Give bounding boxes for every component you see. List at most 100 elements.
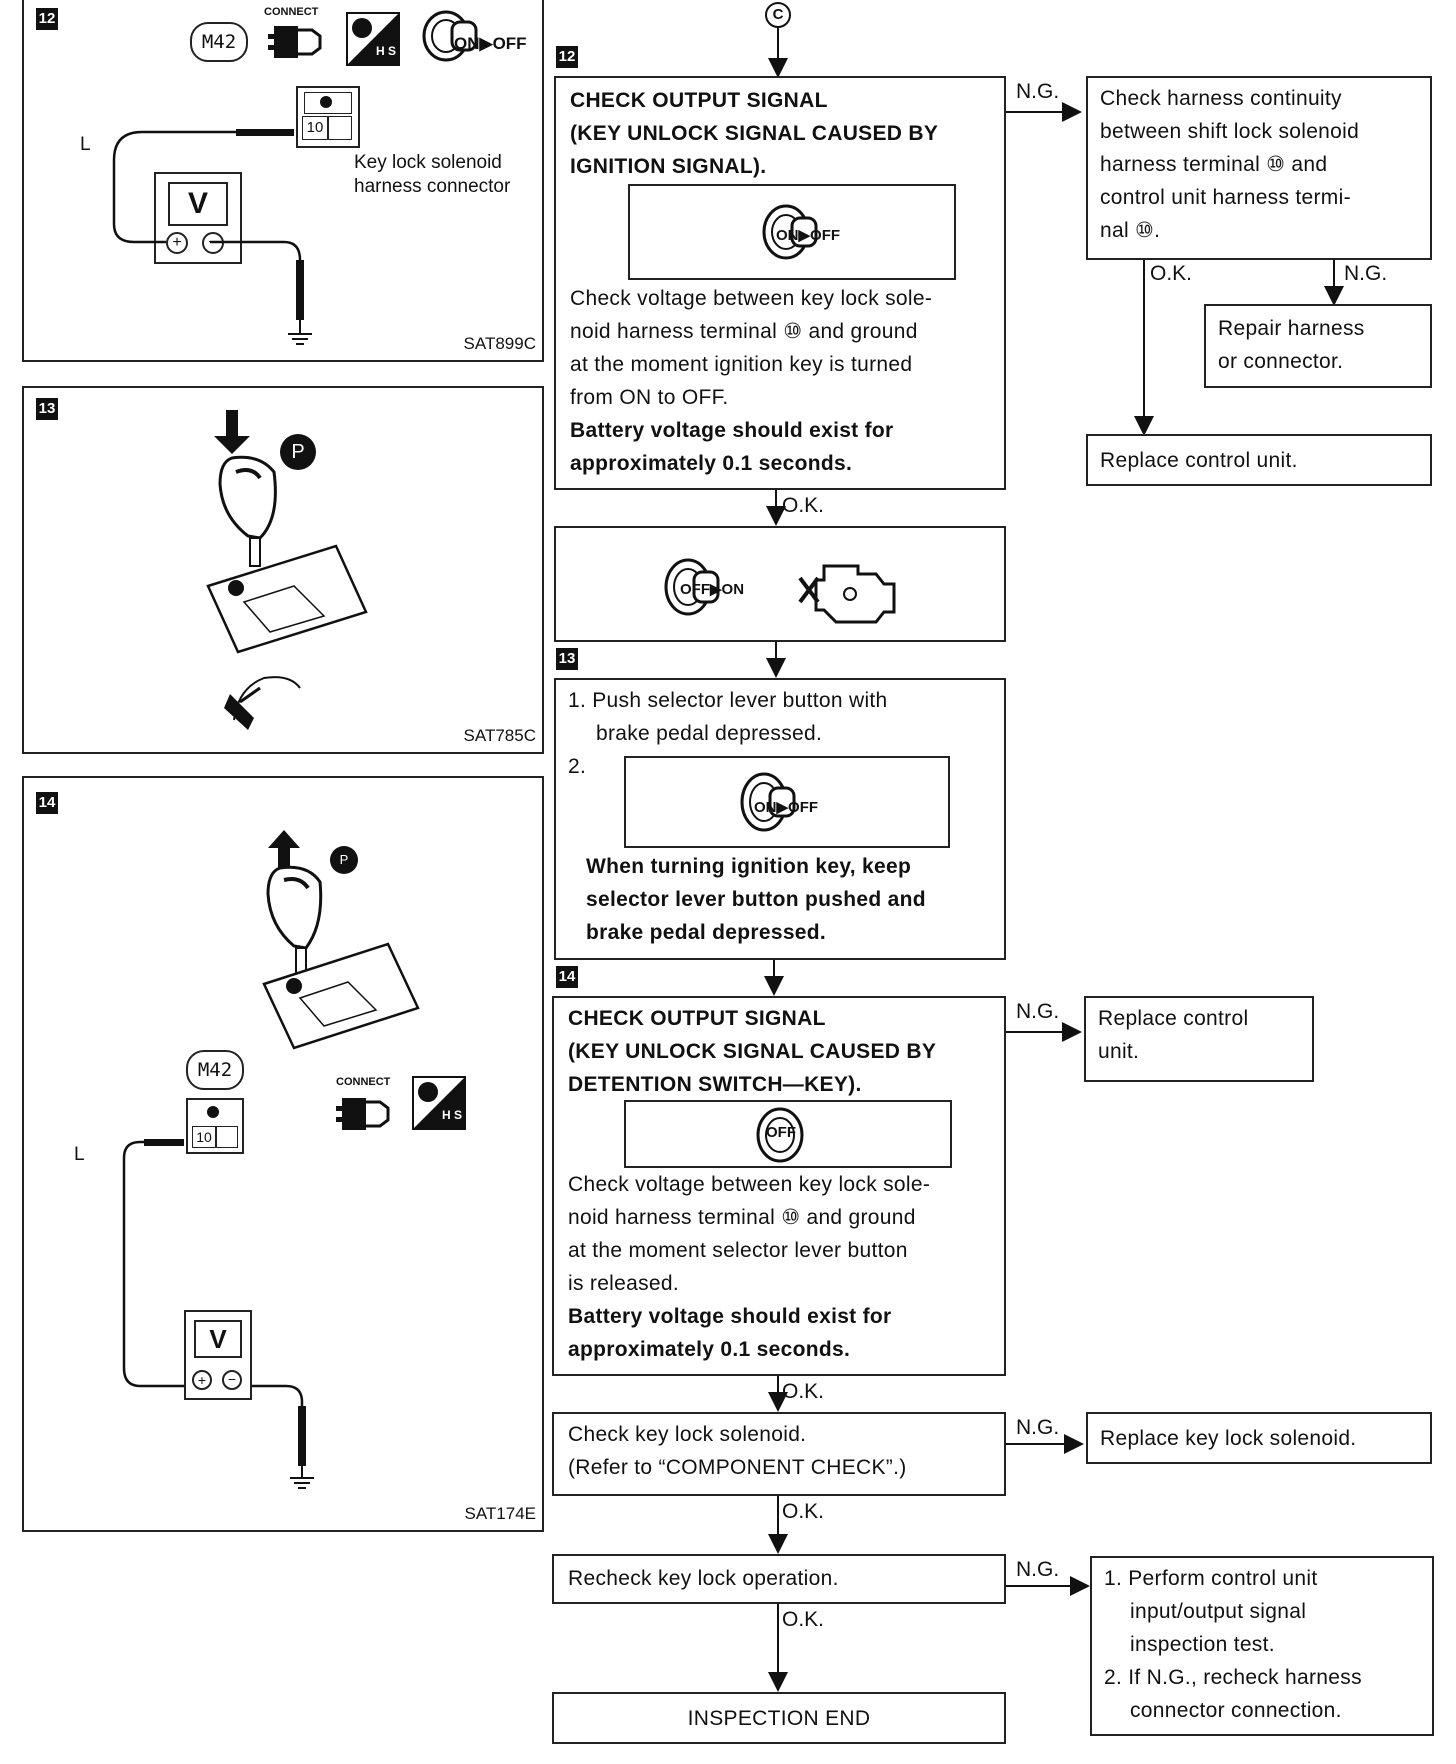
box14-title-1: CHECK OUTPUT SIGNAL bbox=[568, 1007, 826, 1030]
perform-line-4: 2. If N.G., recheck harness bbox=[1104, 1666, 1362, 1689]
replace-control-unit-box-2: Replace control unit. bbox=[1084, 996, 1314, 1082]
harness-continuity-check-box: Check harness continuity between shift l… bbox=[1086, 76, 1432, 260]
connector-caption-line2: harness connector bbox=[354, 176, 511, 197]
box14-spec-2: approximately 0.1 seconds. bbox=[568, 1338, 851, 1361]
voltmeter: V + − bbox=[154, 172, 242, 264]
ignition-key-icon bbox=[762, 204, 818, 260]
ignition-icon-box: OFF bbox=[624, 1100, 952, 1168]
replace-cu2-line-2: unit. bbox=[1098, 1040, 1140, 1063]
connect-label: CONNECT bbox=[264, 6, 319, 18]
box14-body-1: Check voltage between key lock sole- bbox=[568, 1173, 931, 1196]
hs-icon bbox=[412, 1076, 466, 1130]
figure-code: SAT174E bbox=[464, 1504, 536, 1523]
harness-check-line-5: nal ⑩. bbox=[1100, 219, 1161, 242]
connector-caption-line1: Key lock solenoid bbox=[354, 152, 502, 173]
ng-label: N.G. bbox=[1016, 1000, 1060, 1023]
ignition-label: OFF▶ON bbox=[680, 581, 745, 598]
harness-connector: 10 bbox=[296, 86, 360, 148]
engine-icon bbox=[798, 564, 896, 624]
connect-label: CONNECT bbox=[336, 1076, 391, 1088]
repair-line-2: or connector. bbox=[1218, 350, 1344, 373]
check-output-signal-ignition-box: CHECK OUTPUT SIGNAL (KEY UNLOCK SIGNAL C… bbox=[554, 76, 1006, 490]
panel-13-diagram: 13 P SAT785C bbox=[22, 386, 544, 754]
ignition-icon-box: ON▶OFF bbox=[628, 184, 956, 280]
ng-label: N.G. bbox=[1016, 80, 1060, 103]
ignition-key-icon bbox=[756, 1107, 804, 1163]
plus-terminal-icon: + bbox=[192, 1370, 212, 1390]
connector-id-text: M42 bbox=[197, 1059, 233, 1081]
wire-color-label: L bbox=[80, 134, 91, 155]
ignition-label: ON▶OFF bbox=[454, 34, 527, 53]
ng-label: N.G. bbox=[1016, 1416, 1060, 1439]
box14-body-4: is released. bbox=[568, 1272, 679, 1295]
ignition-start-box: OFF▶ON bbox=[554, 526, 1006, 642]
check-output-signal-detention-box: CHECK OUTPUT SIGNAL (KEY UNLOCK SIGNAL C… bbox=[552, 996, 1006, 1376]
ok-label: O.K. bbox=[1150, 262, 1193, 285]
recheck-key-lock-box: Recheck key lock operation. bbox=[552, 1554, 1006, 1604]
box13-note-1: When turning ignition key, keep bbox=[586, 855, 912, 878]
repair-line-1: Repair harness bbox=[1218, 317, 1365, 340]
push-selector-lever-box: 1. Push selector lever button with brake… bbox=[554, 678, 1006, 960]
voltmeter: V + − bbox=[184, 1310, 252, 1400]
step-12-badge: 12 bbox=[36, 8, 58, 30]
figure-code: SAT785C bbox=[463, 726, 536, 745]
box14-title-3: DETENTION SWITCH—KEY). bbox=[568, 1073, 862, 1096]
perform-line-2: input/output signal bbox=[1130, 1600, 1307, 1623]
perform-line-1: 1. Perform control unit bbox=[1104, 1567, 1318, 1590]
minus-terminal-icon: − bbox=[222, 1370, 242, 1390]
repair-harness-box: Repair harness or connector. bbox=[1204, 304, 1432, 388]
ng-label: N.G. bbox=[1344, 262, 1388, 285]
harness-check-line-4: control unit harness termi- bbox=[1100, 186, 1351, 209]
park-indicator: P bbox=[330, 846, 358, 874]
harness-connector: 10 bbox=[186, 1098, 244, 1154]
terminal-number: 10 bbox=[302, 116, 328, 140]
box13-step-2: 2. bbox=[568, 755, 587, 778]
step-13-badge: 13 bbox=[36, 398, 58, 420]
check-key-lock-solenoid-box: Check key lock solenoid. (Refer to “COMP… bbox=[552, 1412, 1006, 1496]
ignition-label: ON▶OFF bbox=[776, 227, 841, 244]
ok-label: O.K. bbox=[782, 494, 825, 517]
box14-body-3: at the moment selector lever button bbox=[568, 1239, 908, 1262]
recheck-text: Recheck key lock operation. bbox=[568, 1567, 839, 1590]
replace-solenoid-text: Replace key lock solenoid. bbox=[1100, 1427, 1357, 1450]
box14-body-2: noid harness terminal ⑩ and ground bbox=[568, 1206, 916, 1229]
box12-body-4: from ON to OFF. bbox=[570, 386, 729, 409]
box13-note-2: selector lever button pushed and bbox=[586, 888, 926, 911]
ignition-key-icon bbox=[422, 10, 478, 62]
replace-key-lock-solenoid-box: Replace key lock solenoid. bbox=[1086, 1412, 1432, 1464]
figure-code: SAT899C bbox=[463, 334, 536, 353]
plus-terminal-icon: + bbox=[166, 232, 188, 254]
park-indicator: P bbox=[280, 434, 316, 470]
box12-title-1: CHECK OUTPUT SIGNAL bbox=[570, 89, 828, 112]
step-12-badge: 12 bbox=[556, 46, 578, 68]
ng-label: N.G. bbox=[1016, 1558, 1060, 1581]
box12-title-2: (KEY UNLOCK SIGNAL CAUSED BY bbox=[570, 122, 939, 145]
voltmeter-display: V bbox=[168, 182, 228, 226]
wire-color-label: L bbox=[74, 1144, 85, 1165]
hs-label: H S bbox=[376, 44, 397, 58]
solenoid-check-line-2: (Refer to “COMPONENT CHECK”.) bbox=[568, 1456, 907, 1479]
connector-id-badge: M42 bbox=[186, 1050, 244, 1090]
hs-icon bbox=[346, 12, 400, 66]
box14-title-2: (KEY UNLOCK SIGNAL CAUSED BY bbox=[568, 1040, 937, 1063]
inspection-end-box: INSPECTION END bbox=[552, 1692, 1006, 1744]
ignition-key-icon bbox=[664, 558, 720, 616]
harness-check-line-3: harness terminal ⑩ and bbox=[1100, 153, 1328, 176]
ignition-icon-box: ON▶OFF bbox=[624, 756, 950, 848]
voltmeter-display: V bbox=[194, 1320, 242, 1358]
perform-inspection-test-box: 1. Perform control unit input/output sig… bbox=[1090, 1556, 1434, 1736]
inspection-end-text: INSPECTION END bbox=[687, 1707, 871, 1730]
probe-wiring bbox=[112, 129, 312, 345]
park-letter: P bbox=[339, 852, 349, 867]
box13-line-1: 1. Push selector lever button with bbox=[568, 689, 888, 712]
connector-id-badge: M42 bbox=[190, 22, 248, 62]
box12-spec-2: approximately 0.1 seconds. bbox=[570, 452, 853, 475]
replace-cu2-line-1: Replace control bbox=[1098, 1007, 1249, 1030]
park-letter: P bbox=[291, 441, 305, 463]
ignition-label: OFF bbox=[766, 1124, 796, 1141]
box12-body-3: at the moment ignition key is turned bbox=[570, 353, 913, 376]
connector-c-letter: C bbox=[772, 6, 784, 23]
box12-title-3: IGNITION SIGNAL). bbox=[570, 155, 767, 178]
off-page-connector-c: C bbox=[765, 2, 791, 28]
box14-spec-1: Battery voltage should exist for bbox=[568, 1305, 892, 1328]
